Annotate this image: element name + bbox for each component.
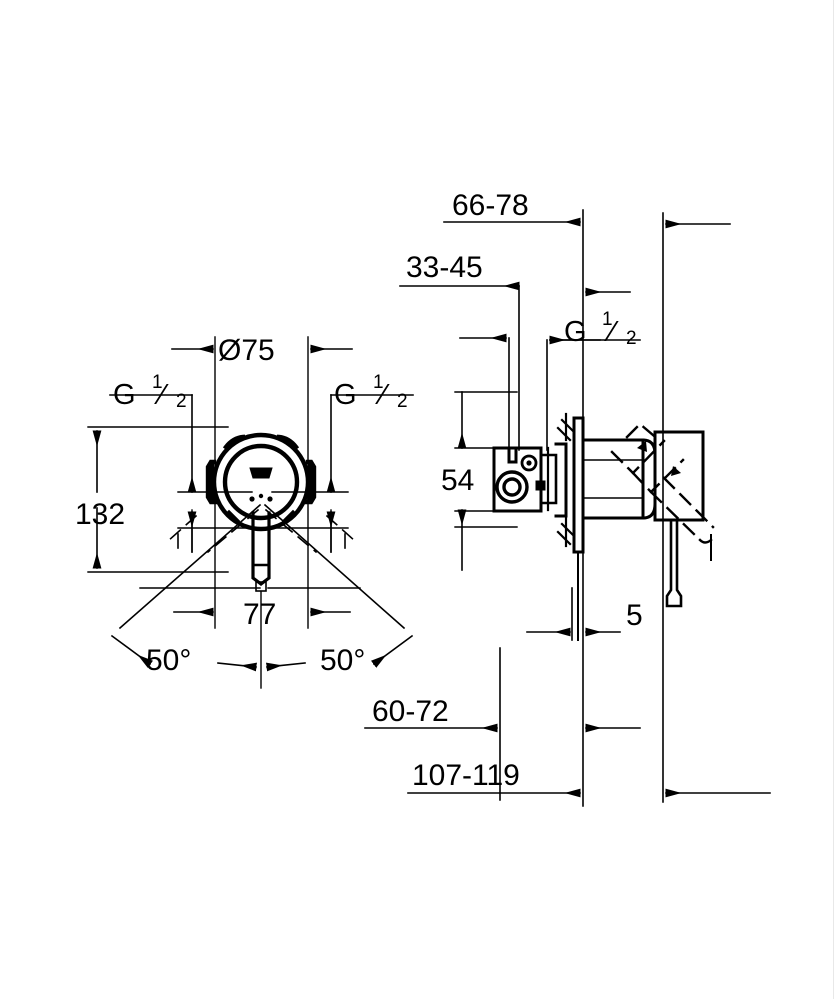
svg-text:2: 2	[626, 328, 637, 349]
leader-thread-left	[109, 394, 197, 493]
svg-text:G: G	[113, 379, 136, 411]
dim-height-132	[87, 426, 229, 573]
label-angle-left: 50°	[146, 644, 191, 677]
svg-text:1: 1	[152, 372, 163, 393]
label-thickness-5: 5	[626, 599, 643, 632]
front-view-body	[205, 432, 317, 586]
svg-text:1: 1	[373, 372, 384, 393]
dim-height-54	[454, 391, 518, 571]
label-height-54: 54	[441, 464, 474, 497]
label-thread-left: G 1 ⁄ 2	[113, 372, 187, 412]
label-thread-right: G 1 ⁄ 2	[334, 372, 408, 412]
label-33-45: 33-45	[406, 251, 483, 284]
dim-centre-marks	[217, 591, 306, 689]
label-thread-side: G 1 ⁄ 2	[564, 309, 637, 349]
svg-text:2: 2	[397, 391, 408, 412]
label-angle-right: 50°	[320, 644, 365, 677]
label-107-119: 107-119	[412, 759, 520, 792]
dim-angle-50-right	[263, 503, 414, 668]
side-view-body	[454, 412, 715, 641]
label-diameter-75: Ø75	[218, 334, 275, 367]
label-66-78: 66-78	[452, 189, 529, 222]
label-height-132: 132	[75, 498, 125, 531]
svg-text:G: G	[334, 379, 357, 411]
leader-thread-right	[326, 394, 414, 493]
dim-angle-50-left	[110, 503, 262, 668]
label-width-77: 77	[243, 598, 276, 631]
svg-text:2: 2	[176, 391, 187, 412]
svg-text:1: 1	[602, 309, 613, 330]
svg-text:G: G	[564, 316, 587, 348]
label-60-72: 60-72	[372, 695, 449, 728]
